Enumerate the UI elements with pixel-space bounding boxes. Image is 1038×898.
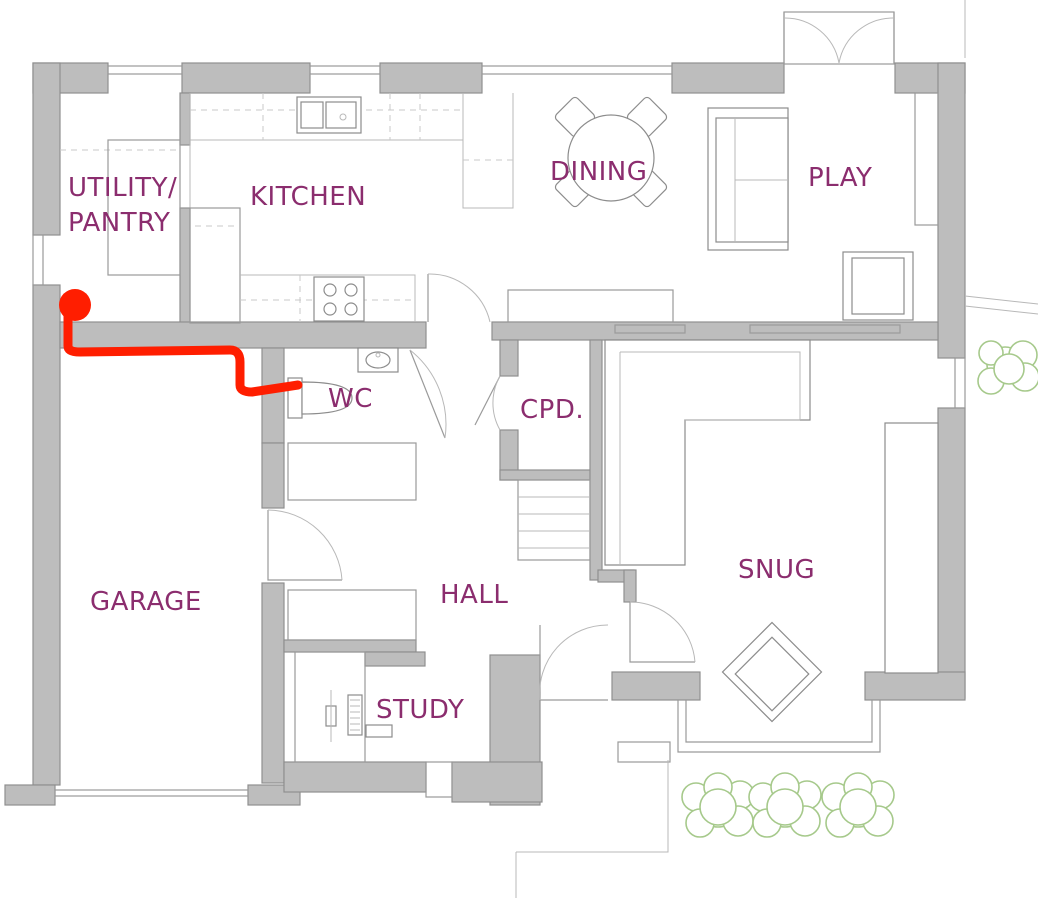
armchair-icon [842, 251, 914, 321]
label-hall: HALL [440, 580, 508, 610]
doors-and-lines [60, 0, 1038, 898]
label-snug: SNUG [738, 555, 815, 585]
shrubs [681, 340, 1038, 838]
snug-armchair-icon [721, 621, 823, 723]
desk-icon [325, 690, 393, 742]
dining-table-icon [554, 96, 668, 208]
sink-icon [296, 96, 362, 134]
stairs [517, 479, 591, 561]
label-kitchen: KITCHEN [250, 182, 366, 212]
sofa-icon [707, 107, 789, 251]
label-garage: GARAGE [90, 587, 202, 617]
label-play: PLAY [808, 163, 872, 193]
shrub-icon [977, 340, 1038, 395]
red-dot [59, 289, 91, 321]
label-utility-line2: PANTRY [68, 208, 170, 238]
shrub-icon [821, 772, 895, 838]
label-dining: DINING [550, 157, 647, 187]
shrub-icon [748, 772, 822, 838]
shrub-icon [681, 772, 755, 838]
room-labels: UTILITY/ PANTRY KITCHEN DINING PLAY WC C… [68, 157, 872, 725]
red-route-line [63, 303, 303, 397]
label-cupboard: CPD. [520, 395, 584, 425]
furniture [287, 96, 939, 742]
hob-icon [313, 276, 365, 322]
route-marker [59, 289, 303, 397]
label-study: STUDY [376, 695, 464, 725]
corner-sofa-icon [604, 339, 811, 566]
label-utility-line1: UTILITY/ [68, 173, 177, 203]
basin-icon [357, 347, 399, 373]
walls [4, 62, 966, 806]
label-wc: WC [328, 384, 373, 414]
